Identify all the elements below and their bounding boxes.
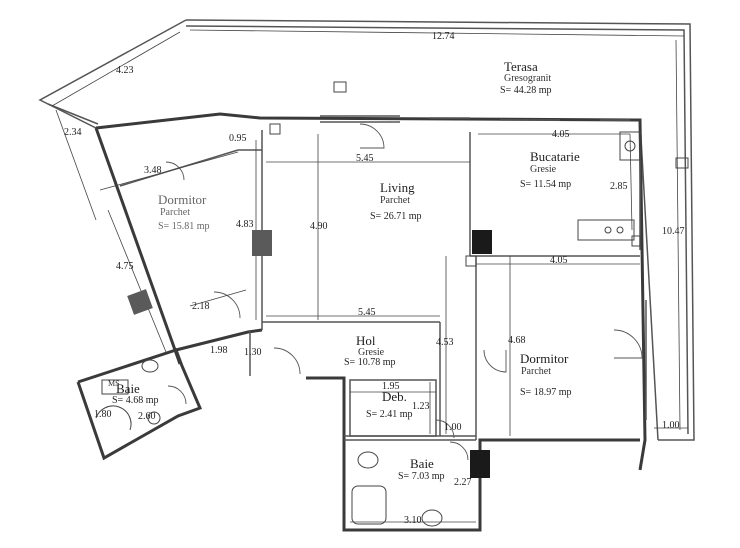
dim-2-60: 2.60: [138, 411, 156, 422]
dim-1-30: 1.30: [244, 347, 262, 358]
vent-icon: [631, 235, 641, 247]
dim-1-80: 1.80: [94, 409, 112, 420]
room-name-living: Living: [380, 180, 415, 195]
room-finish-bucatarie: Gresie: [530, 164, 557, 175]
room-area-terasa: S= 44.28 mp: [500, 85, 552, 96]
room-name-baie-1: Baie: [116, 381, 140, 396]
room-name-hol: Hol: [356, 333, 376, 348]
dim-12-74: 12.74: [432, 31, 455, 42]
dim-4-83: 4.83: [236, 219, 254, 230]
dim-1-00-terasa: 1.00: [662, 420, 680, 431]
dim-3-10: 3.10: [404, 515, 422, 526]
room-area-living: S= 26.71 mp: [370, 211, 422, 222]
room-name-dormitor-1: Dormitor: [158, 192, 207, 207]
room-name-deb: Deb.: [382, 389, 407, 404]
interior-walls: [119, 130, 640, 441]
dim-4-53: 4.53: [436, 337, 454, 348]
dim-2-18: 2.18: [192, 301, 210, 312]
ms-label: MS: [108, 379, 120, 388]
room-area-dormitor-1: S= 15.81 mp: [158, 221, 210, 232]
room-name-terasa: Terasa: [504, 59, 538, 74]
dim-1-23: 1.23: [412, 401, 430, 412]
room-finish-dormitor-2: Parchet: [521, 366, 551, 377]
dimension-lines: [51, 29, 688, 523]
room-area-baie-1: S= 4.68 mp: [112, 395, 159, 406]
dim-5-45-top: 5.45: [356, 153, 374, 164]
dim-1-00-hol: 1.00: [444, 422, 462, 433]
room-area-deb: S= 2.41 mp: [366, 409, 413, 420]
dim-0-95: 0.95: [229, 133, 247, 144]
vent-icon: [333, 81, 347, 93]
room-area-hol: S= 10.78 mp: [344, 357, 396, 368]
pillar-black-baie: [470, 450, 490, 478]
room-name-bucatarie: Bucatarie: [530, 149, 580, 164]
vent-icon: [675, 157, 689, 169]
room-area-baie-2: S= 7.03 mp: [398, 471, 445, 482]
dim-4-90: 4.90: [310, 221, 328, 232]
dim-2-85: 2.85: [610, 181, 628, 192]
dim-1-98: 1.98: [210, 345, 228, 356]
pillar-grey-dormitor: [127, 289, 153, 315]
dim-1-95: 1.95: [382, 381, 400, 392]
room-name-baie-2: Baie: [410, 456, 434, 471]
dim-4-68: 4.68: [508, 335, 526, 346]
room-name-dormitor-2: Dormitor: [520, 351, 569, 366]
dim-10-47: 10.47: [662, 226, 685, 237]
kitchen-fixtures: [577, 131, 641, 241]
dim-3-48: 3.48: [144, 165, 162, 176]
windows: [320, 115, 647, 420]
pillar-grey-living: [252, 230, 272, 256]
dim-4-05-kitchen: 4.05: [552, 129, 570, 140]
dim-2-34: 2.34: [64, 127, 82, 138]
doors: [165, 123, 643, 461]
terrace-outline: [38, 19, 695, 441]
vent-icon: [269, 123, 281, 135]
dim-5-45-bottom: 5.45: [358, 307, 376, 318]
pillar-black-kitchen: [472, 230, 492, 254]
dim-4-05-dormitor: 4.05: [550, 255, 568, 266]
room-area-bucatarie: S= 11.54 mp: [520, 179, 572, 190]
room-finish-hol: Gresie: [358, 347, 385, 358]
vent-icon: [465, 255, 477, 267]
dim-4-75: 4.75: [116, 261, 134, 272]
bath-fixtures: [95, 359, 443, 527]
room-finish-living: Parchet: [380, 195, 410, 206]
room-finish-terasa: Gresogranit: [504, 73, 552, 84]
room-area-dormitor-2: S= 18.97 mp: [520, 387, 572, 398]
dim-4-23: 4.23: [116, 65, 134, 76]
exterior-walls: [76, 112, 647, 532]
dim-2-27: 2.27: [454, 477, 472, 488]
room-finish-dormitor-1: Parchet: [160, 207, 190, 218]
